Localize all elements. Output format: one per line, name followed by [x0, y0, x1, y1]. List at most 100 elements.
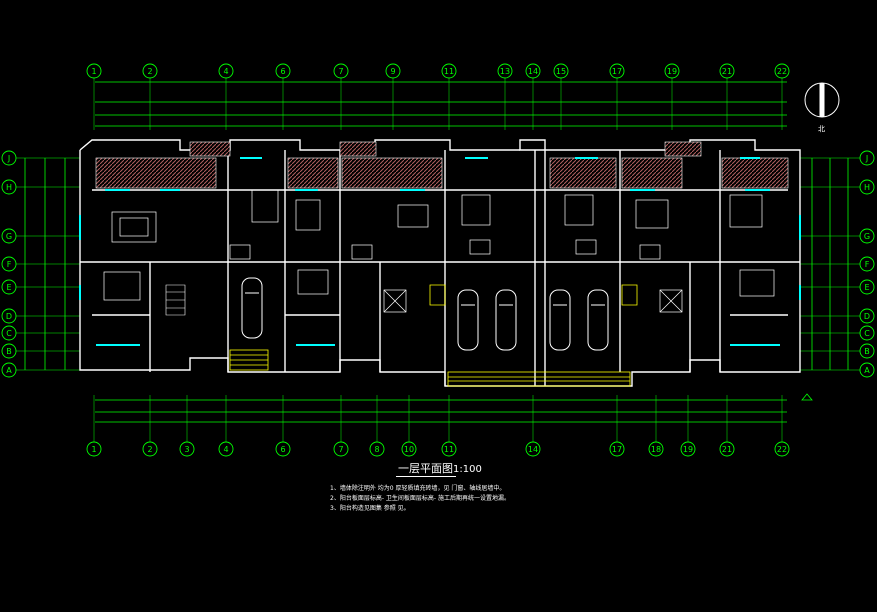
axis-bubble-top-4: 4 [218, 63, 234, 79]
axis-bubble-top-21: 21 [719, 63, 735, 79]
axis-bubble-top-7: 7 [333, 63, 349, 79]
axis-bubble-bottom-10: 10 [401, 441, 417, 457]
axis-bubble-bottom-2: 2 [142, 441, 158, 457]
axis-bubble-bottom-18: 18 [648, 441, 664, 457]
axis-bubble-bottom-4-label: 4 [223, 445, 228, 454]
axis-bubble-bottom-17-label: 17 [612, 445, 622, 454]
axis-bubble-right-C-label: C [864, 329, 870, 338]
axis-bubble-right-E-label: E [864, 283, 869, 292]
axis-bubble-bottom-2-label: 2 [147, 445, 152, 454]
axis-bubble-left-C-label: C [6, 329, 12, 338]
axis-bubble-top-1: 1 [86, 63, 102, 79]
north-label: 北 [818, 125, 825, 133]
axis-bubble-right-E: E [859, 279, 875, 295]
axis-bubble-right-G-label: G [864, 232, 870, 241]
axis-bubble-right-B-label: B [864, 347, 870, 356]
axis-bubble-left-A: A [1, 362, 17, 378]
axis-bubble-bottom-3: 3 [179, 441, 195, 457]
axis-bubble-right-J-label: J [865, 154, 868, 163]
axis-bubble-right-F-label: F [865, 260, 870, 269]
note-line: 3、阳台构造见图集 参照 见。 [330, 505, 410, 512]
axis-bubble-right-D-label: D [864, 312, 870, 321]
axis-bubble-bottom-1: 1 [86, 441, 102, 457]
axis-bubble-right-F: F [859, 256, 875, 272]
axis-bubble-top-6-label: 6 [280, 67, 285, 76]
axis-bubble-left-E-label: E [6, 283, 11, 292]
axis-bubble-top-15: 15 [553, 63, 569, 79]
axis-bubble-top-21-label: 21 [722, 67, 732, 76]
drawing-scale: 1:100 [453, 464, 482, 475]
axis-bubble-left-J: J [1, 150, 17, 166]
drawing-title-text: 一层平面图 [398, 462, 453, 475]
axis-bubble-right-A: A [859, 362, 875, 378]
axis-bubble-bottom-18-label: 18 [651, 445, 661, 454]
axis-bubble-right-J: J [859, 150, 875, 166]
windows [79, 157, 801, 346]
furniture [103, 189, 775, 313]
level-marker [801, 393, 813, 401]
axis-bubble-left-G-label: G [6, 232, 12, 241]
north-arrow [804, 82, 840, 118]
axis-bubble-right-C: C [859, 325, 875, 341]
axis-bubble-bottom-4: 4 [218, 441, 234, 457]
drawing-notes: 1、墙体除注明外 均为0 厚轻质填充砖墙，见 门窗、轴线居墙中。 2、阳台板面层… [330, 484, 510, 514]
axis-bubble-top-11-label: 11 [444, 67, 454, 76]
axis-bubble-left-H: H [1, 179, 17, 195]
drawing-title: 一层平面图1:100 [398, 460, 482, 476]
note-line: 2、阳台板面层标高- 卫生间板面层标高- 施工后期再统一设置地漏。 [330, 495, 510, 502]
axis-bubble-bottom-22-label: 22 [777, 445, 787, 454]
axis-bubble-bottom-7: 7 [333, 441, 349, 457]
axis-bubble-left-D: D [1, 308, 17, 324]
axis-bubble-bottom-6-label: 6 [280, 445, 285, 454]
axis-bubble-bottom-21-label: 21 [722, 445, 732, 454]
axis-bubble-bottom-8: 8 [369, 441, 385, 457]
axis-bubble-left-J-label: J [7, 154, 10, 163]
axis-bubble-right-H-label: H [864, 183, 870, 192]
axis-bubble-top-7-label: 7 [338, 67, 343, 76]
axis-bubble-left-F-label: F [7, 260, 12, 269]
axis-bubble-left-G: G [1, 228, 17, 244]
axis-bubble-top-9: 9 [385, 63, 401, 79]
axis-bubble-right-D: D [859, 308, 875, 324]
note-line: 1、墙体除注明外 均为0 厚轻质填充砖墙，见 门窗、轴线居墙中。 [330, 485, 506, 492]
axis-bubble-left-F: F [1, 256, 17, 272]
axis-bubble-bottom-7-label: 7 [338, 445, 343, 454]
axis-bubble-left-E: E [1, 279, 17, 295]
axis-bubble-top-2-label: 2 [147, 67, 152, 76]
axis-bubble-bottom-14-label: 14 [528, 445, 538, 454]
axis-bubble-right-B: B [859, 343, 875, 359]
axis-bubble-bottom-8-label: 8 [374, 445, 379, 454]
axis-bubble-top-19: 19 [664, 63, 680, 79]
stairs-white [165, 284, 186, 316]
axis-bubble-bottom-19-label: 19 [683, 445, 693, 454]
title-underline [396, 476, 456, 477]
axis-bubble-bottom-22: 22 [774, 441, 790, 457]
axis-bubble-right-G: G [859, 228, 875, 244]
axis-bubble-right-H: H [859, 179, 875, 195]
axis-bubble-left-B: B [1, 343, 17, 359]
axis-bubble-top-22: 22 [774, 63, 790, 79]
axis-bubble-top-1-label: 1 [91, 67, 96, 76]
axis-bubble-bottom-19: 19 [680, 441, 696, 457]
axis-bubble-top-19-label: 19 [667, 67, 677, 76]
axis-bubble-top-11: 11 [441, 63, 457, 79]
axis-bubble-bottom-10-label: 10 [404, 445, 414, 454]
axis-bubble-left-C: C [1, 325, 17, 341]
axis-bubble-top-13: 13 [497, 63, 513, 79]
axis-bubble-bottom-17: 17 [609, 441, 625, 457]
axis-bubble-left-H-label: H [6, 183, 12, 192]
axis-bubble-top-22-label: 22 [777, 67, 787, 76]
axis-bubble-bottom-6: 6 [275, 441, 291, 457]
axis-bubble-top-6: 6 [275, 63, 291, 79]
axis-bubble-left-B-label: B [6, 347, 12, 356]
axis-bubble-top-2: 2 [142, 63, 158, 79]
axis-bubble-top-9-label: 9 [390, 67, 395, 76]
axis-bubble-bottom-21: 21 [719, 441, 735, 457]
axis-bubble-top-13-label: 13 [500, 67, 510, 76]
axis-bubble-bottom-1-label: 1 [91, 445, 96, 454]
garage-cars [241, 277, 609, 351]
axis-bubble-top-14-label: 14 [528, 67, 538, 76]
axis-bubble-top-4-label: 4 [223, 67, 228, 76]
